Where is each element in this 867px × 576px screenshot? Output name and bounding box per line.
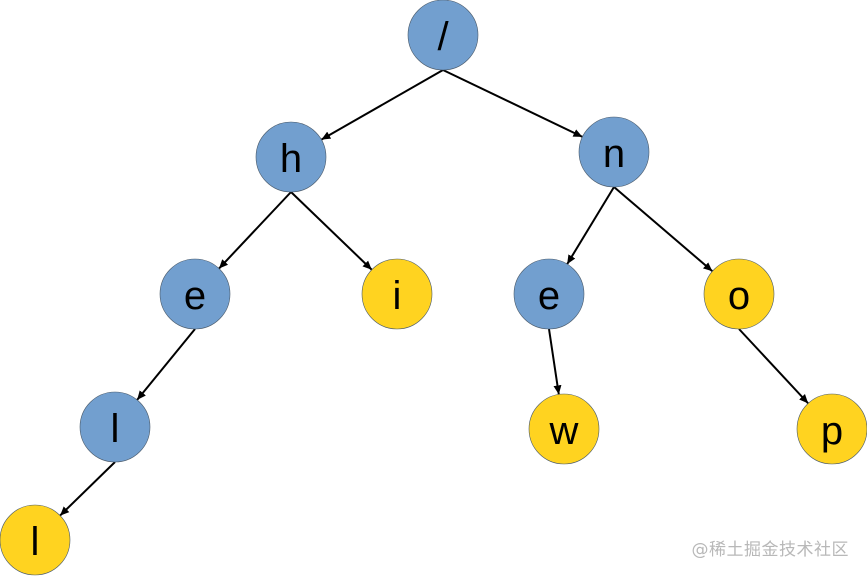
node-circle: [361, 258, 433, 330]
node-label: l: [31, 520, 40, 564]
edges-layer: [59, 69, 809, 517]
node-label: l: [111, 407, 120, 451]
node-h-e: e: [159, 258, 231, 330]
node-circle: [0, 504, 71, 576]
node-circle: [578, 116, 650, 188]
node-label: e: [538, 274, 560, 318]
node-label: i: [393, 274, 402, 318]
edge-n-o-to-n-o-p: [738, 328, 809, 405]
node-h-i: i: [361, 258, 433, 330]
node-label: w: [549, 409, 579, 453]
node-circle: [513, 258, 585, 330]
edge-h-e-l-to-h-e-l-l: [59, 461, 116, 517]
edge-h-e-to-h-e-l: [136, 328, 196, 401]
node-circle: [796, 393, 867, 465]
node-circle: [407, 0, 479, 71]
node-circle: [255, 121, 327, 193]
node-root: /: [407, 0, 479, 71]
edge-n-e-to-n-e-w: [548, 328, 562, 395]
node-label: h: [280, 137, 302, 181]
node-label: o: [728, 274, 750, 318]
edge-root-to-h: [320, 69, 444, 141]
node-label: e: [184, 274, 206, 318]
node-label: p: [821, 409, 843, 453]
node-n-e-w: w: [528, 393, 600, 465]
edge-n-to-n-o: [613, 186, 714, 272]
node-circle: [703, 258, 775, 330]
node-circle: [159, 258, 231, 330]
node-h-e-l: l: [79, 391, 151, 463]
node-label: /: [437, 15, 449, 59]
node-label: n: [603, 132, 625, 176]
node-n: n: [578, 116, 650, 188]
node-n-o-p: p: [796, 393, 867, 465]
node-circle: [79, 391, 151, 463]
node-n-e: e: [513, 258, 585, 330]
edge-h-to-h-i: [290, 191, 373, 271]
edge-h-to-h-e: [218, 191, 292, 270]
edge-root-to-n: [442, 69, 583, 138]
node-h: h: [255, 121, 327, 193]
node-h-e-l-l: l: [0, 504, 71, 576]
edge-n-to-n-e: [566, 186, 615, 265]
watermark: @稀土掘金技术社区: [691, 540, 849, 560]
node-n-o: o: [703, 258, 775, 330]
node-circle: [528, 393, 600, 465]
